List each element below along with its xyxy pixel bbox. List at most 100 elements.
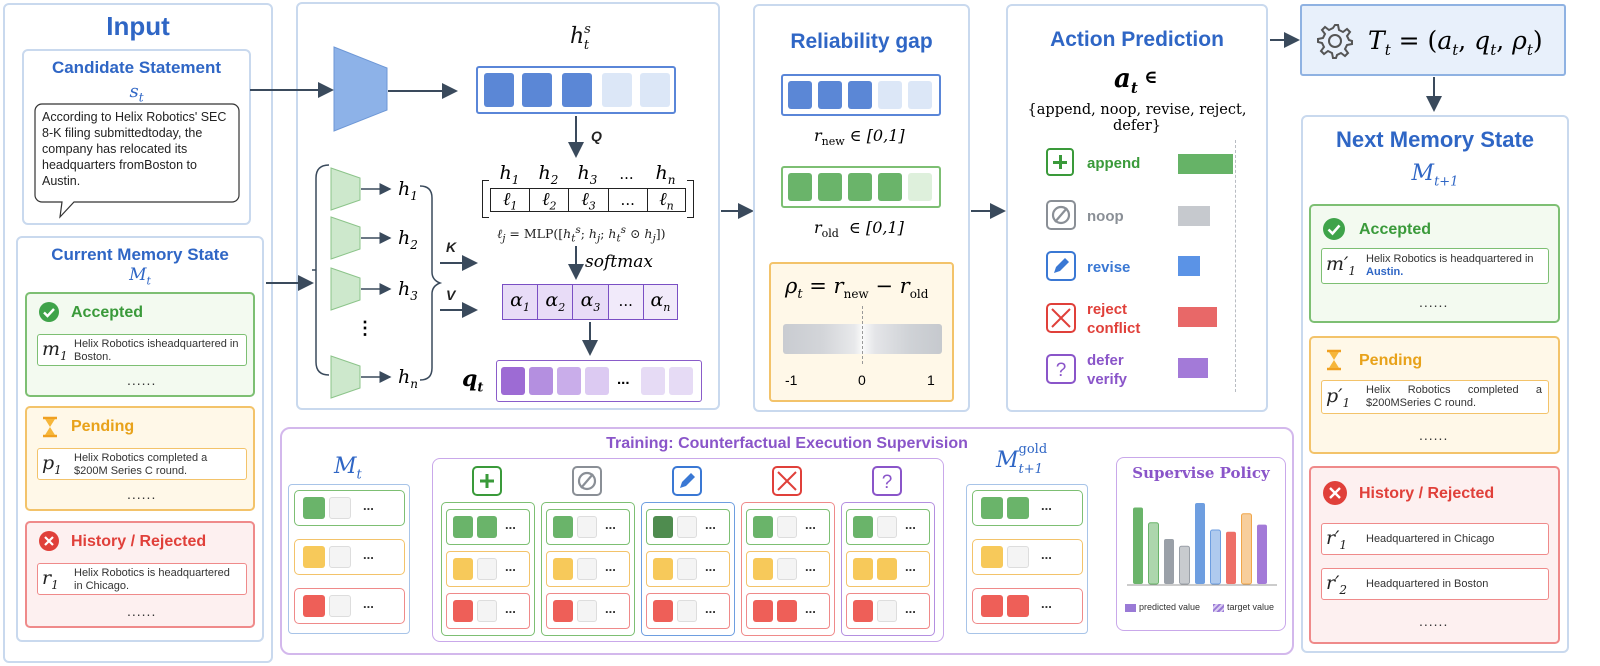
training-mt-box (288, 484, 410, 634)
action-set: {append, noop, revise, reject, defer} (1027, 102, 1247, 134)
memory-symbol: Mt (129, 265, 151, 288)
next-rejected-entry-2: r′2 Headquartered in Boston (1321, 568, 1549, 600)
training-mt-label: Mt (334, 454, 362, 483)
accepted-ellipsis: ...... (127, 372, 157, 388)
accepted-text: Helix Robotics isheadquartered in Boston… (74, 338, 239, 363)
next-rejected-entry-1: r′1 Headquartered in Chicago (1321, 523, 1549, 555)
pending-entry: p1 Helix Robotics completed a $200M Seri… (37, 448, 247, 480)
next-pending-card: Pending p′1 Helix Robotics completed a $… (1309, 336, 1560, 454)
h3-label: h3 (398, 278, 418, 303)
noop-label: noop (1087, 208, 1124, 225)
policy-bar-2 (1148, 522, 1159, 585)
matrix-l-n: ℓn (659, 189, 674, 213)
rold-cell-3 (848, 173, 872, 201)
pending-symbol: p1 (42, 452, 62, 477)
hs-cell-5 (640, 73, 670, 107)
next-accepted-ellipsis: ...... (1419, 294, 1449, 310)
policy-bar-9 (1257, 524, 1267, 584)
k-label: K (446, 239, 457, 255)
r-old-vector (781, 166, 941, 208)
noop-bar (1178, 206, 1210, 226)
alpha-n: αn (643, 285, 678, 319)
policy-bar-5 (1195, 503, 1205, 584)
candidate-title: Candidate Statement (51, 58, 222, 77)
reliability-title: Reliability gap (790, 30, 933, 53)
v-label: V (446, 287, 456, 303)
next-rejected-card: History / Rejected r′1 Headquartered in … (1309, 466, 1560, 644)
rejected-card: History / Rejected r1 Helix Robotics is … (25, 521, 255, 628)
legend-predicted-label: predicted value (1139, 602, 1201, 612)
qt-cell-2 (529, 367, 553, 395)
next-pending-entry: p′1 Helix Robotics completed a $200MSeri… (1321, 380, 1549, 414)
candidate-symbol: st (129, 81, 144, 105)
matrix-left-bracket (482, 180, 489, 218)
legend-target-label: target value (1227, 602, 1275, 612)
next-title: Next Memory State (1335, 127, 1535, 152)
matrix-l-dots: ... (609, 189, 648, 211)
reject-bar (1178, 307, 1217, 327)
legend-predicted-swatch (1125, 604, 1136, 612)
rho-zero-line (862, 306, 863, 364)
h2-label: h2 (398, 227, 418, 252)
candidate-panel: Candidate Statement st According to Heli… (22, 49, 251, 225)
next-rejected-ellipsis: ...... (1419, 613, 1449, 629)
rejected-entry: r1 Helix Robotics is headquartered in Ch… (37, 563, 247, 595)
training-actions-box (432, 458, 944, 642)
matrix-l-3: ℓ3 (569, 189, 609, 213)
rold-cell-4 (878, 173, 902, 201)
hs-label: hst (570, 22, 591, 53)
alpha-2: α2 (538, 285, 574, 319)
matrix-l-1: ℓ1 (491, 189, 531, 213)
next-pending-ellipsis: ...... (1419, 427, 1449, 443)
hs-cell-4 (602, 73, 632, 107)
next-accepted-title: Accepted (1359, 221, 1432, 238)
action-dashed-line (1235, 140, 1236, 392)
rho-scale-mid: 0 (858, 372, 866, 388)
policy-chart (1127, 503, 1277, 586)
qt-cell-5 (641, 367, 665, 395)
rho-formula: ρt = rnew − rold (785, 274, 929, 303)
reject-icon (1046, 303, 1076, 333)
hourglass-icon (1327, 349, 1341, 371)
svg-text:?: ? (1056, 360, 1067, 381)
alpha-row: α1 α2 α3 ... αn (502, 284, 678, 320)
matrix-h-2: h2 (538, 162, 559, 187)
memory-title: Current Memory State (51, 245, 229, 264)
matrix-right-bracket (687, 180, 694, 218)
rold-cell-5 (908, 173, 932, 201)
next-accepted-entry: m′1 Helix Robotics is headquartered in A… (1321, 248, 1549, 284)
r-new-label: rnew ∈ [0,1] (814, 126, 905, 149)
accepted-card: Accepted m1 Helix Robotics isheadquarter… (25, 292, 255, 397)
rnew-cell-1 (788, 81, 812, 109)
policy-bar-3 (1164, 539, 1174, 584)
action-revise: revise (1046, 251, 1246, 283)
matrix-h-3: h3 (577, 162, 598, 187)
hs-cell-3 (562, 73, 592, 107)
action-at: at ∈ (1114, 64, 1158, 98)
policy-bar-4 (1179, 545, 1190, 585)
rnew-cell-4 (878, 81, 902, 109)
next-accepted-text-main: Helix Robotics is headquartered in (1366, 253, 1534, 265)
training-gold-box (966, 484, 1088, 634)
accepted-symbol: m1 (42, 338, 68, 363)
alpha-1: α1 (503, 285, 539, 319)
policy-bar-7 (1226, 531, 1236, 584)
rnew-cell-2 (818, 81, 842, 109)
rejected-title: History / Rejected (71, 533, 207, 550)
rho-box: ρt = rnew − rold -1 0 1 (769, 262, 954, 402)
qt-label: qt (462, 366, 484, 396)
matrix-h-row: h1 h2 h3 ... hn (490, 162, 686, 187)
qt-vector: ... (496, 360, 702, 402)
pending-text: Helix Robotics completed a $200M Series … (74, 452, 208, 477)
qt-cell-3 (557, 367, 581, 395)
hl-matrix: h1 h2 h3 ... hn ℓ1 ℓ2 ℓ3 ... ℓn (482, 162, 694, 220)
r-old-label: rold ∈ [0,1] (814, 218, 904, 241)
next-symbol: Mt+1 (1411, 161, 1459, 190)
hs-cell-1 (484, 73, 514, 107)
policy-legend: predicted value target value (1125, 602, 1285, 616)
legend-target-swatch (1213, 604, 1224, 612)
